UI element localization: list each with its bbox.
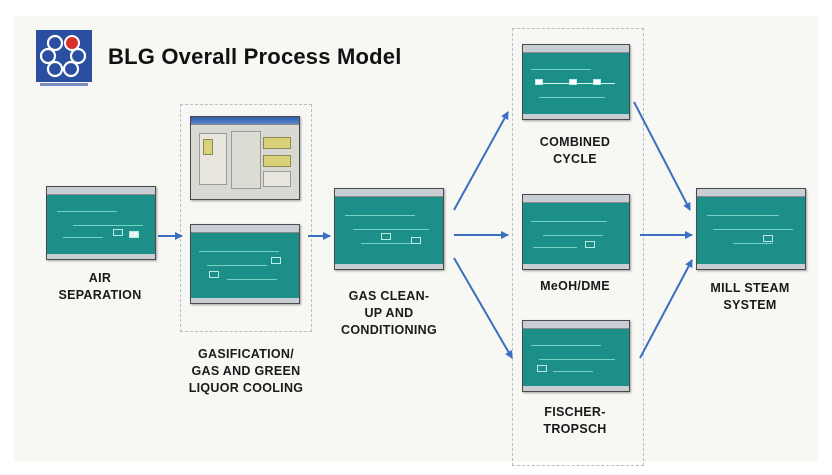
arrow-cleanup-to-combined-cycle [453,111,509,211]
arrow-cleanup-to-fischer-tropsch [453,257,513,359]
fischer-tropsch-label: FISCHER- TROPSCH [543,405,607,436]
fischer-tropsch-screen [522,320,630,392]
air-separation-screen [46,186,156,260]
meoh-dme-label: MeOH/DME [540,279,610,293]
mill-steam-screen [696,188,806,270]
gas-cleanup-label: GAS CLEAN- UP AND CONDITIONING [341,289,437,337]
arrow-fischer-tropsch-to-mill [639,259,693,359]
gas-cleanup-screen [334,188,444,270]
arrow-combined-cycle-to-mill [633,101,691,211]
meoh-dme-screen [522,194,630,270]
mill-steam-label: MILL STEAM SYSTEM [710,281,790,312]
hexagon-circles-logo-icon [36,30,92,86]
page-title: BLG Overall Process Model [108,44,402,69]
gasification-panel-screen [190,116,300,200]
gasification-group-box [180,104,312,332]
gasification-label: GASIFICATION/ GAS AND GREEN LIQUOR COOLI… [188,347,304,395]
gasification-process-screen [190,224,300,304]
combined-cycle-screen [522,44,630,120]
combined-cycle-label: COMBINED CYCLE [539,135,611,166]
air-separation-label: AIR SEPARATION [58,271,142,302]
products-group-box [512,28,644,466]
